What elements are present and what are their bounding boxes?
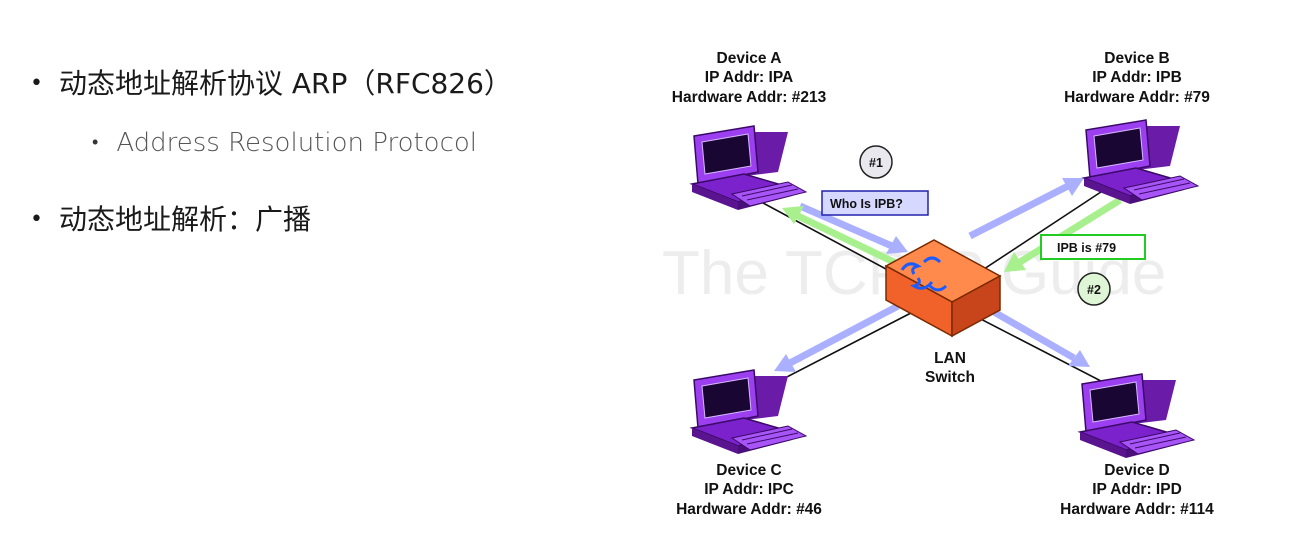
bullet-dot: •	[30, 71, 43, 96]
request-arrow-switch-to-c	[788, 302, 900, 367]
bullet-text: 动态地址解析协议 ARP（RFC826）	[58, 67, 512, 100]
device-b-hw: Hardware Addr: #79	[1064, 89, 1210, 106]
bullet-dot: •	[92, 132, 99, 153]
device-a-hw: Hardware Addr: #213	[672, 89, 827, 106]
switch-label-line1: LAN	[934, 350, 966, 367]
device-b-name: Device B	[1104, 50, 1169, 67]
device-d-label: Device D IP Addr: IPD Hardware Addr: #11…	[1060, 462, 1214, 518]
device-d-ip: IP Addr: IPD	[1092, 481, 1182, 498]
device-b-ip: IP Addr: IPB	[1092, 69, 1182, 86]
bullet-item-arp: • 动态地址解析协议 ARP（RFC826）	[30, 62, 512, 102]
device-c-label: Device C IP Addr: IPC Hardware Addr: #46	[676, 462, 822, 518]
reply-arrow-b-to-switch	[1018, 197, 1122, 265]
request-arrow-switch-to-b	[968, 182, 1070, 240]
device-c-name: Device C	[716, 462, 781, 479]
device-b-label: Device B IP Addr: IPB Hardware Addr: #79	[1064, 50, 1210, 106]
arp-network-diagram: The TCP/IP Guide LAN Switch Device A	[662, 50, 1214, 518]
arrowhead-icon	[1062, 178, 1084, 196]
sub-bullet-item-arp-fullname: • Address Resolution Protocol	[92, 128, 477, 158]
device-a-name: Device A	[717, 50, 782, 67]
request-message-text: Who Is IPB?	[830, 197, 903, 211]
device-c-ip: IP Addr: IPC	[704, 481, 794, 498]
reply-arrow-switch-to-a	[796, 212, 904, 270]
device-b-computer-icon	[1083, 119, 1199, 205]
device-d-hw: Hardware Addr: #114	[1060, 501, 1214, 518]
step1-badge: #1	[859, 145, 893, 179]
reply-message-text: IPB is #79	[1057, 241, 1116, 255]
bullet-dot: •	[30, 207, 43, 232]
arrowhead-icon	[1068, 350, 1090, 367]
bullet-text: 动态地址解析：广播	[58, 203, 311, 236]
arrowhead-icon	[886, 236, 908, 254]
device-a-label: Device A IP Addr: IPA Hardware Addr: #21…	[672, 50, 827, 106]
request-arrows	[774, 178, 1090, 372]
request-arrow-a-to-switch	[798, 202, 894, 250]
switch-label-line2: Switch	[925, 369, 975, 386]
request-message-box: Who Is IPB?	[821, 190, 929, 216]
bullet-item-broadcast: • 动态地址解析：广播	[30, 198, 311, 238]
bullet-text: Address Resolution Protocol	[116, 128, 478, 158]
reply-message-box: IPB is #79	[1040, 234, 1146, 260]
device-c-computer-icon	[691, 369, 807, 455]
step2-badge-text: #2	[1087, 283, 1101, 297]
request-arrow-switch-to-d	[992, 308, 1076, 362]
device-a-ip: IP Addr: IPA	[705, 69, 793, 86]
step2-badge: #2	[1077, 272, 1111, 306]
arrowhead-icon	[1004, 252, 1026, 272]
lan-switch: LAN Switch	[884, 239, 1002, 386]
device-c-hw: Hardware Addr: #46	[676, 501, 822, 518]
device-d-name: Device D	[1104, 462, 1169, 479]
device-a-computer-icon	[691, 125, 807, 211]
arrowhead-icon	[782, 206, 804, 224]
reply-arrows	[782, 197, 1122, 272]
step1-badge-text: #1	[869, 156, 883, 170]
switch-arrows-icon	[900, 256, 948, 292]
arrowhead-icon	[774, 354, 796, 372]
device-d-computer-icon	[1079, 373, 1195, 459]
